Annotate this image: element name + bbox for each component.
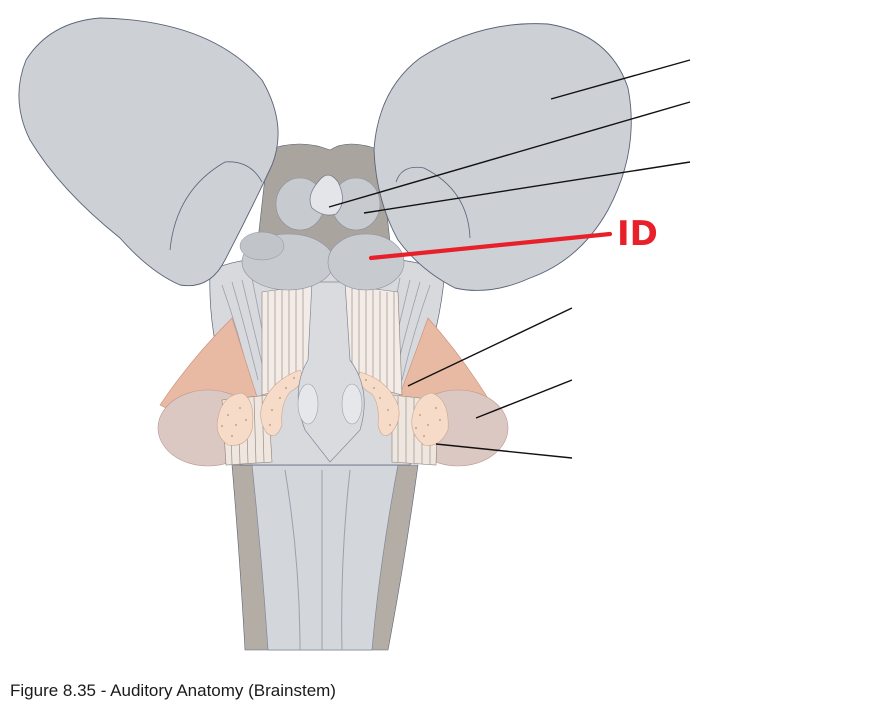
highlight-pointer-line [368,231,613,261]
nucleus-stipple [220,376,442,438]
cerebral-hemisphere-left [18,17,279,287]
figure-caption: Figure 8.35 - Auditory Anatomy (Brainste… [10,681,336,700]
inferior-colliculus-right [327,233,405,291]
hemisphere-right-fold [395,166,471,239]
leader-line-5 [475,379,573,419]
leader-line-2 [328,101,691,208]
cochlear-nucleus-left-inner [260,369,303,436]
facial-colliculus-left [297,383,319,425]
leader-line-6 [435,443,573,459]
medial-geniculate-left [239,231,285,261]
leader-line-4 [407,307,573,387]
cochlear-nucleus-right-outer [411,392,449,446]
medulla-pyramid-left [284,469,301,651]
leader-line-3 [363,161,691,214]
cochlear-nucleus-right-inner [358,371,400,436]
leader-lines [328,59,691,459]
medulla-pyramid-right [341,469,351,651]
cochlear-nucleus-left-outer [216,392,254,446]
leader-line-1 [550,59,691,100]
column-striations [267,287,395,393]
highlight-label: ID [617,214,658,254]
facial-colliculus-right [341,383,363,425]
hemisphere-left-fold [169,161,263,251]
medulla [251,464,399,651]
